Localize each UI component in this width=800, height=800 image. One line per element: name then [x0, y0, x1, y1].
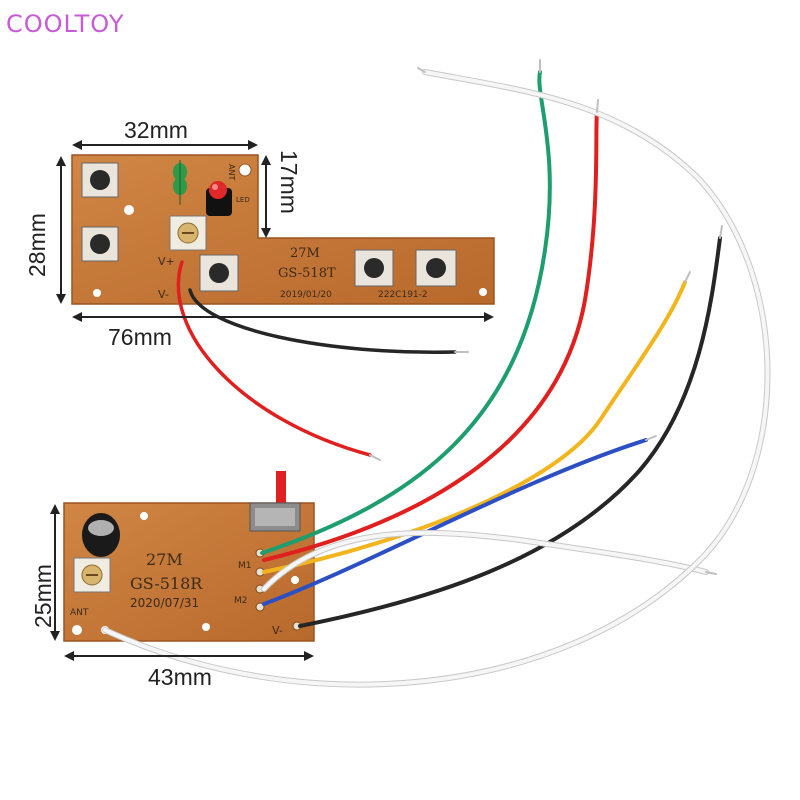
tx-freq-label: 27M — [290, 246, 320, 261]
tx-date-label: 2019/01/20 — [280, 290, 332, 300]
wires — [102, 59, 771, 688]
tx-button — [81, 226, 119, 262]
tx-vplus-label: V+ — [158, 255, 175, 268]
rx-capacitor — [82, 513, 120, 557]
dim-rx-height: 25mm — [30, 564, 56, 628]
rx-white-wire-1 — [262, 530, 708, 591]
rx-vminus-label: V- — [272, 624, 283, 637]
tx-ant-label: ANT — [227, 164, 236, 181]
rx-green-wire — [260, 70, 552, 555]
brand-logo: COOLTOY — [6, 10, 125, 38]
rx-ant-label: ANT — [70, 608, 89, 618]
dim-rx-width: 43mm — [148, 664, 212, 690]
tx-button — [354, 249, 394, 287]
transmitter-board — [71, 154, 495, 305]
dim-tx-width-bottom: 76mm — [108, 324, 172, 350]
rx-white-wire-2 — [103, 70, 770, 687]
tx-model-label: GS-518T — [278, 266, 336, 281]
tx-button — [199, 254, 239, 292]
tx-code-label: 222C191-2 — [378, 290, 428, 300]
rx-m2-label: M2 — [234, 596, 248, 606]
tx-black-wire — [188, 288, 457, 354]
tx-led — [206, 181, 232, 216]
dim-tx-height-left: 28mm — [24, 213, 50, 277]
dim-tx-height-right: 17mm — [276, 150, 302, 214]
rx-blue-wire — [262, 438, 648, 606]
rx-potentiometer — [73, 557, 111, 593]
rx-model-label: GS-518R — [130, 574, 203, 593]
tx-potentiometer — [169, 215, 207, 251]
rx-m1-label: M1 — [238, 561, 252, 571]
tx-vminus-label: V- — [158, 288, 169, 301]
dimension-lines — [50, 140, 494, 661]
rx-black-wire — [298, 236, 722, 628]
rx-slide-switch — [249, 471, 301, 532]
tx-led-label: LED — [236, 196, 250, 204]
tx-button — [81, 162, 119, 198]
rx-red-wire — [262, 110, 599, 562]
rx-freq-label: 27M — [146, 550, 183, 569]
tx-inductor — [173, 160, 187, 205]
dim-tx-width-top: 32mm — [124, 117, 188, 143]
rx-yellow-wire — [262, 280, 687, 574]
tx-button — [415, 249, 457, 287]
tx-red-wire — [176, 260, 372, 457]
rx-date-label: 2020/07/31 — [130, 596, 200, 610]
